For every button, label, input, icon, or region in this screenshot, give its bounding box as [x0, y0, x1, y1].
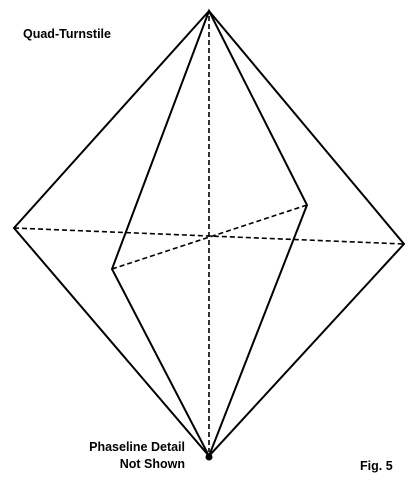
horizontal-axis: [13, 227, 405, 245]
phaseline-note-line2: Not Shown: [120, 457, 185, 471]
diagonal-axis: [111, 204, 308, 270]
diagram-title: Quad-Turnstile: [23, 27, 111, 41]
phaseline-note-line1: Phaseline Detail: [89, 440, 185, 454]
figure-label: Fig. 5: [360, 459, 393, 473]
feedpoint-dot: [205, 453, 213, 461]
